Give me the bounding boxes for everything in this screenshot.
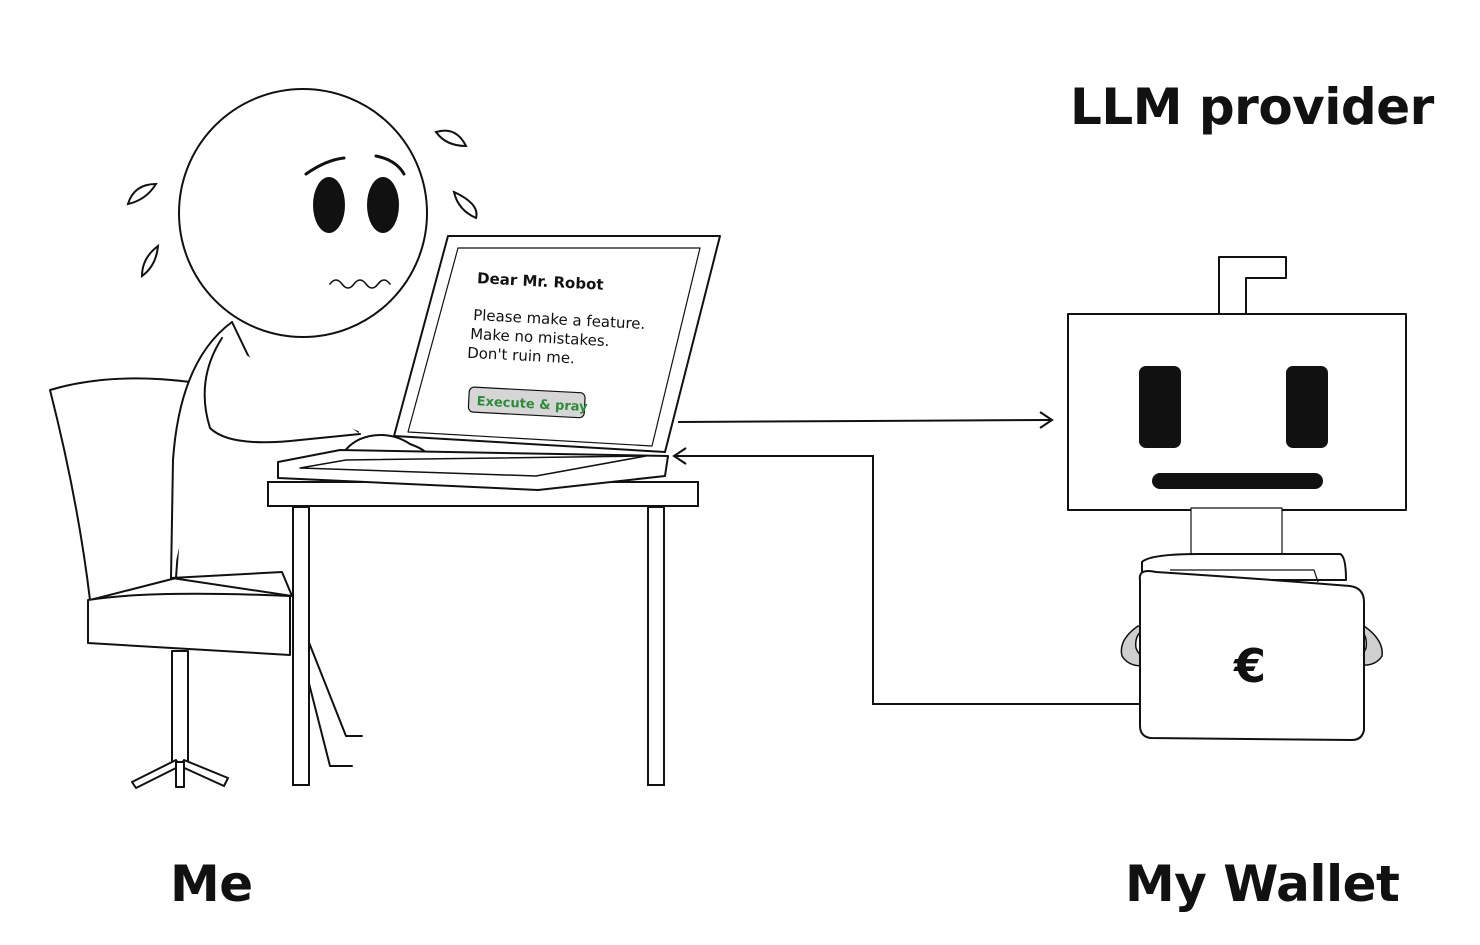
execute-pray-button-bg[interactable] bbox=[467, 386, 586, 419]
execute-pray-button[interactable]: Execute & pray bbox=[467, 386, 589, 419]
me-label: Me bbox=[170, 855, 253, 913]
payment-arrow bbox=[672, 447, 1140, 705]
request-arrow bbox=[677, 411, 1054, 429]
wallet-icon: € bbox=[1120, 553, 1383, 741]
llm-provider-label: LLM provider bbox=[1070, 78, 1434, 136]
sweat-drop-icon bbox=[126, 129, 478, 278]
my-wallet-label: My Wallet bbox=[1125, 855, 1400, 913]
screen-line-3: Don't ruin me. bbox=[467, 344, 576, 368]
robot-icon bbox=[1067, 256, 1407, 555]
execute-pray-button-label[interactable]: Execute & pray bbox=[476, 394, 588, 415]
laptop-icon: Dear Mr. Robot Please make a feature. Ma… bbox=[277, 235, 721, 491]
euro-symbol: € bbox=[1233, 639, 1266, 693]
